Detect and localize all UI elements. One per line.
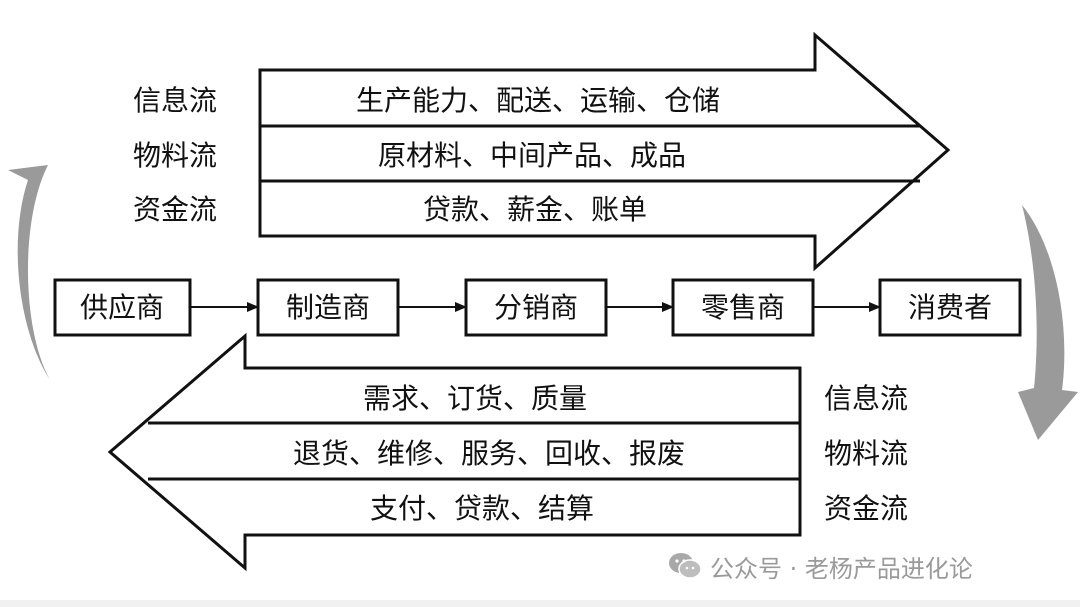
chain-node-label: 零售商 [701, 291, 785, 324]
watermark-text: 公众号 · 老杨产品进化论 [710, 554, 973, 583]
chain-node-manufacturer: 制造商 [256, 278, 400, 337]
chain-node-distributor: 分销商 [464, 278, 608, 337]
chain-node-supplier: 供应商 [53, 278, 192, 337]
chain-node-consumer: 消费者 [878, 278, 1022, 337]
bottom-flow-arrow [107, 332, 802, 572]
top-band-content-fund: 贷款、薪金、账单 [423, 193, 647, 226]
left-cycle-arrow-icon [8, 165, 50, 380]
bottom-band-content-fund: 支付、贷款、结算 [370, 492, 594, 525]
bottom-band-label-fund: 资金流 [824, 492, 908, 525]
bottom-band-content-material: 退货、维修、服务、回收、报废 [293, 437, 685, 470]
top-band-label-material: 物料流 [133, 139, 217, 172]
chain-node-label: 供应商 [80, 291, 164, 324]
wechat-icon [669, 553, 702, 579]
chain-node-label: 分销商 [494, 291, 578, 324]
right-cycle-arrow-icon [1018, 205, 1078, 440]
bottom-band-label-material: 物料流 [824, 437, 908, 470]
top-band-label-fund: 资金流 [133, 193, 217, 226]
watermark: 公众号 · 老杨产品进化论 [668, 546, 973, 586]
bottom-band-label-info: 信息流 [824, 382, 908, 415]
top-band-content-info: 生产能力、配送、运输、仓储 [356, 84, 720, 117]
top-flow-arrow [258, 31, 951, 272]
chain-node-retailer: 零售商 [671, 278, 815, 337]
chain-node-label: 消费者 [908, 291, 992, 324]
top-band-content-material: 原材料、中间产品、成品 [378, 139, 686, 172]
bottom-divider [0, 600, 1080, 607]
chain-node-label: 制造商 [286, 291, 370, 324]
top-band-label-info: 信息流 [133, 84, 217, 117]
bottom-band-content-info: 需求、订货、质量 [363, 382, 587, 415]
